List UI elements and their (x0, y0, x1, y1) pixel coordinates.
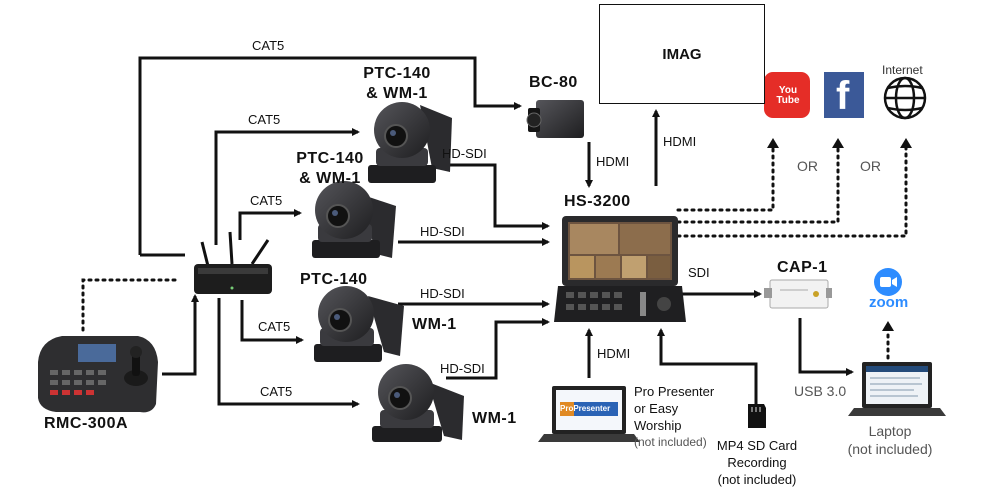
cat5-line-ptc-top (214, 128, 360, 245)
sd-line (657, 328, 758, 404)
hdsdi-label-3: HD-SDI (420, 286, 465, 301)
facebook-icon (824, 72, 864, 118)
dotted-rmc-router (81, 278, 182, 332)
ptz-camera-low (314, 286, 404, 362)
wm-bottom-label: WM-1 (472, 410, 517, 427)
zoom-laptop (848, 362, 946, 416)
zoom-icon (874, 268, 902, 296)
stream-arrow-2 (832, 138, 844, 148)
laptop-note: Laptop (not included) (847, 423, 933, 457)
connection-lines (138, 56, 854, 408)
ptc-low-label: PTC-140 (300, 271, 368, 288)
dotted-stream-2 (676, 144, 840, 224)
dotted-stream-3 (676, 144, 908, 238)
sdi-label: SDI (688, 265, 710, 280)
stream-arrow-3 (900, 138, 912, 148)
imag-label: IMAG (662, 45, 702, 63)
hdmi-label-imag: HDMI (663, 134, 697, 149)
wm-low-label: WM-1 (412, 316, 457, 333)
network-switch (194, 231, 272, 294)
youtube-icon (764, 72, 810, 118)
cat5-line-ptc-mid (238, 209, 302, 240)
hdsdi-label-1: HD-SDI (442, 146, 487, 161)
cat5-label-c: CAT5 (258, 319, 291, 334)
dotted-lines (81, 144, 908, 360)
pro-presenter-laptop (538, 386, 640, 442)
cat5-label-b: CAT5 (250, 193, 283, 208)
cap1-label: CAP-1 (777, 259, 828, 276)
hdmi-label-bc80: HDMI (596, 154, 630, 169)
cat5-line-ptc-low (240, 300, 304, 344)
cat5-line-bc80 (138, 56, 522, 255)
hdmi-label-laptop: HDMI (597, 346, 631, 361)
cat5-label-d: CAT5 (260, 384, 293, 399)
hs3200-device (554, 216, 686, 322)
zoom-arrow (882, 321, 894, 331)
hdsdi-line-4 (446, 318, 550, 380)
ptc-mid-label: PTC-140 & WM-1 (296, 150, 364, 187)
or-label-1: OR (797, 158, 818, 174)
or-label-2: OR (860, 158, 881, 174)
cat5-label-a: CAT5 (248, 112, 281, 127)
facebook-logo-text: f (836, 74, 850, 118)
ptz-camera-top (368, 102, 452, 183)
hdsdi-line-1 (438, 163, 550, 230)
bc80-camera (526, 100, 584, 138)
cat5-label-top: CAT5 (252, 38, 285, 53)
dotted-stream-1 (676, 144, 775, 212)
usb-line (798, 318, 854, 376)
stream-arrow-1 (767, 138, 779, 148)
sd-card (748, 404, 766, 428)
pro-presenter-logo-text: ProPresenter (560, 404, 611, 413)
internet-label: Internet (882, 63, 923, 77)
usb-label: USB 3.0 (794, 383, 847, 399)
rmc-to-router-line (162, 294, 199, 376)
ptz-camera-bottom (372, 364, 464, 442)
sd-card-note: MP4 SD Card Recording (not included) (716, 438, 798, 487)
internet-globe-icon (883, 76, 927, 120)
imag-display: IMAG (599, 4, 765, 104)
youtube-logo-text: You Tube (776, 85, 800, 106)
cap1-device (764, 279, 832, 309)
ptz-camera-mid (312, 181, 396, 258)
rmc-label: RMC-300A (44, 415, 129, 432)
hs3200-label: HS-3200 (564, 193, 631, 210)
hdsdi-label-4: HD-SDI (440, 361, 485, 376)
rmc300a-controller (38, 336, 158, 413)
bc80-label: BC-80 (529, 74, 578, 91)
zoom-logo-text: zoom (869, 294, 909, 311)
hdsdi-label-2: HD-SDI (420, 224, 465, 239)
pro-presenter-note: Pro Presenter or Easy Worship (not inclu… (634, 384, 715, 449)
ptc-top-label: PTC-140 & WM-1 (363, 65, 431, 102)
cat5-line-ptc-bottom (217, 298, 360, 408)
